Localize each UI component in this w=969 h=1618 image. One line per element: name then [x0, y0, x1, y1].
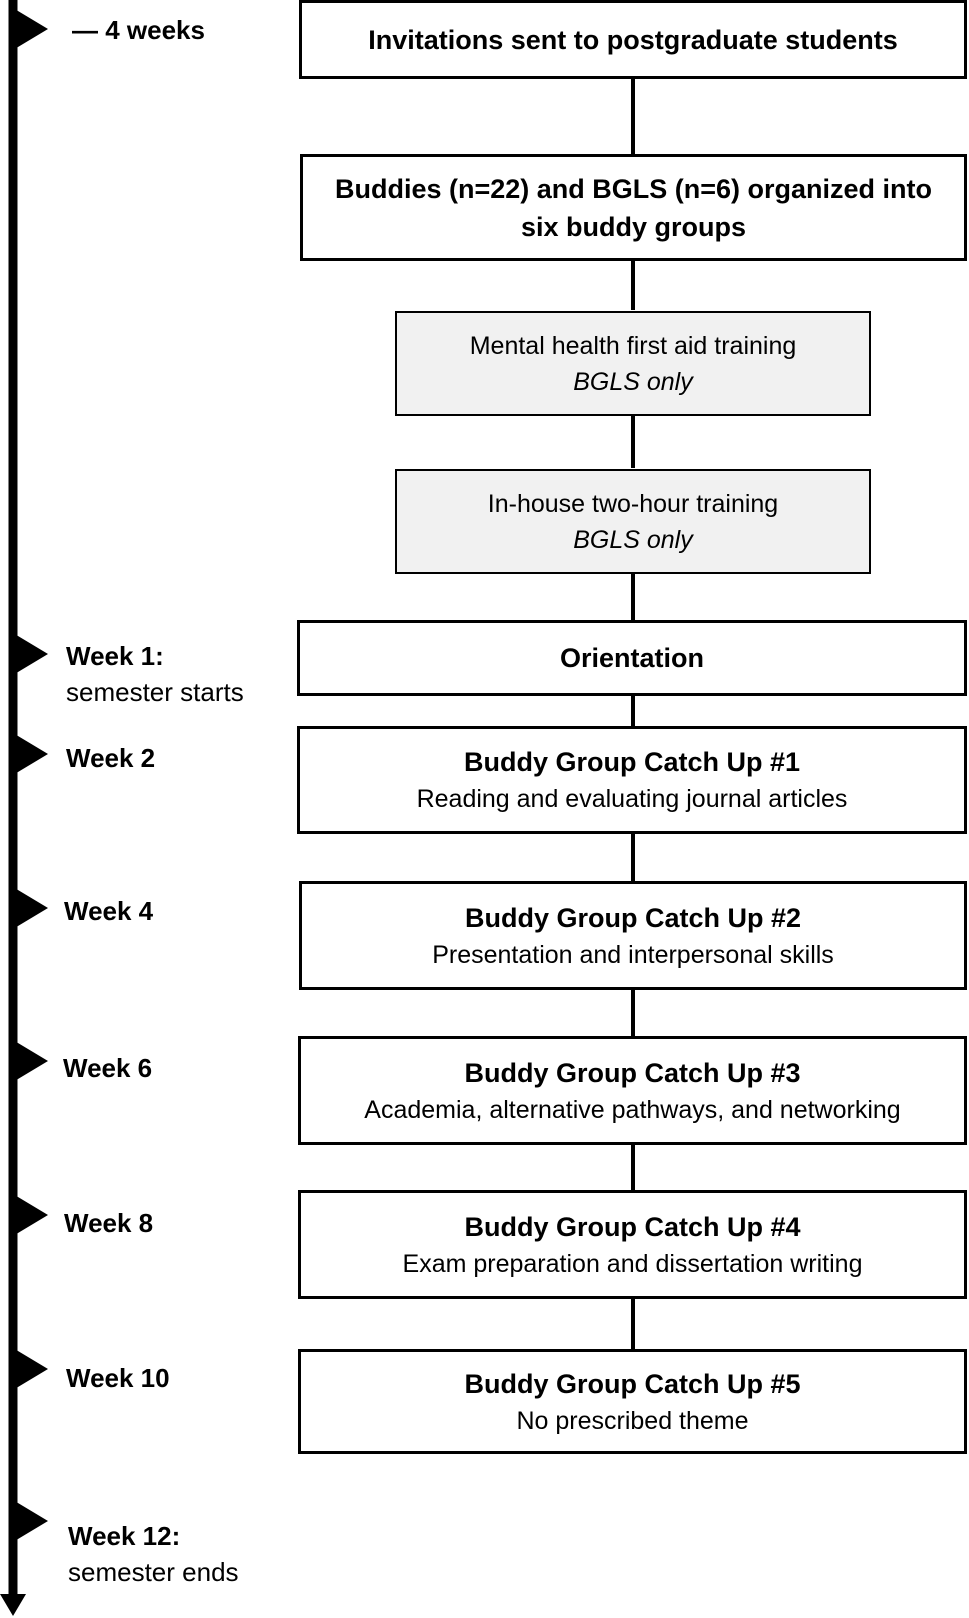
timeline-marker-icon [13, 1348, 48, 1390]
step-subtitle: In-house two-hour training [487, 489, 779, 518]
week-label: Week 10 [66, 1363, 170, 1393]
step-subtitle: Reading and evaluating journal articles [416, 785, 848, 813]
step-invitations: Invitations sent to postgraduate student… [299, 0, 967, 79]
step-catch-up-3: Buddy Group Catch Up #3 Academia, altern… [298, 1036, 967, 1145]
step-in-house-training: In-house two-hour training BGLS only [395, 469, 871, 574]
week-note: semester starts [66, 677, 244, 707]
step-orientation: Orientation [297, 620, 967, 696]
week-label: Week 4 [64, 896, 154, 926]
step-subtitle: Academia, alternative pathways, and netw… [364, 1095, 901, 1124]
step-catch-up-5: Buddy Group Catch Up #5 No prescribed th… [298, 1349, 967, 1454]
timeline-label-week-4: Week 4 [64, 893, 153, 929]
step-title: Invitations sent to postgraduate student… [368, 24, 898, 55]
step-subtitle: No prescribed theme [516, 1406, 749, 1435]
step-title: Buddy Group Catch Up #3 [464, 1057, 801, 1088]
week-label: — 4 weeks [72, 15, 205, 45]
timeline-marker-icon [13, 887, 48, 929]
timeline-label-week-10: Week 10 [66, 1360, 170, 1396]
timeline-marker-icon [13, 733, 48, 775]
timeline-label-week-1: Week 1: semester starts [66, 638, 244, 710]
timeline-marker-icon [13, 1500, 48, 1542]
timeline-arrow-down-icon [0, 1594, 26, 1616]
step-title: Orientation [559, 643, 704, 673]
timeline-label-week-12: Week 12: semester ends [68, 1518, 239, 1590]
step-title: Buddy Group Catch Up #4 [464, 1211, 801, 1242]
week-label: Week 8 [64, 1208, 154, 1238]
week-label: Week 12: [68, 1521, 181, 1551]
timeline-marker-icon [13, 633, 48, 675]
step-buddy-groups: Buddies (n=22) and BGLS (n=6) organized … [300, 154, 967, 261]
step-note: BGLS only [573, 525, 693, 554]
week-label: Week 1: [66, 641, 164, 671]
step-subtitle: Exam preparation and dissertation writin… [402, 1249, 863, 1278]
step-note: BGLS only [573, 367, 693, 396]
week-note: semester ends [68, 1557, 239, 1587]
step-catch-up-2: Buddy Group Catch Up #2 Presentation and… [299, 881, 967, 990]
step-mental-health-training: Mental health first aid training BGLS on… [395, 311, 871, 416]
timeline-marker-icon [13, 1040, 48, 1082]
step-title: Buddy Group Catch Up #1 [463, 747, 801, 777]
timeline-label-week-8: Week 8 [64, 1205, 153, 1241]
timeline-marker-icon [13, 8, 48, 50]
step-title: Buddy Group Catch Up #5 [464, 1368, 801, 1399]
timeline-marker-icon [13, 1194, 48, 1236]
step-catch-up-4: Buddy Group Catch Up #4 Exam preparation… [298, 1190, 967, 1299]
step-title: Buddies (n=22) and BGLS (n=6) organized … [334, 173, 933, 242]
step-subtitle: Presentation and interpersonal skills [432, 940, 834, 969]
week-label: Week 2 [66, 743, 156, 773]
step-catch-up-1: Buddy Group Catch Up #1 Reading and eval… [297, 726, 967, 834]
timeline-label-week-6: Week 6 [63, 1050, 152, 1086]
step-title: Buddy Group Catch Up #2 [464, 902, 802, 933]
timeline-label-week-2: Week 2 [66, 740, 155, 776]
step-subtitle: Mental health first aid training [469, 331, 797, 360]
week-label: Week 6 [63, 1053, 153, 1083]
timeline-label-minus-4-weeks: — 4 weeks [72, 12, 205, 48]
